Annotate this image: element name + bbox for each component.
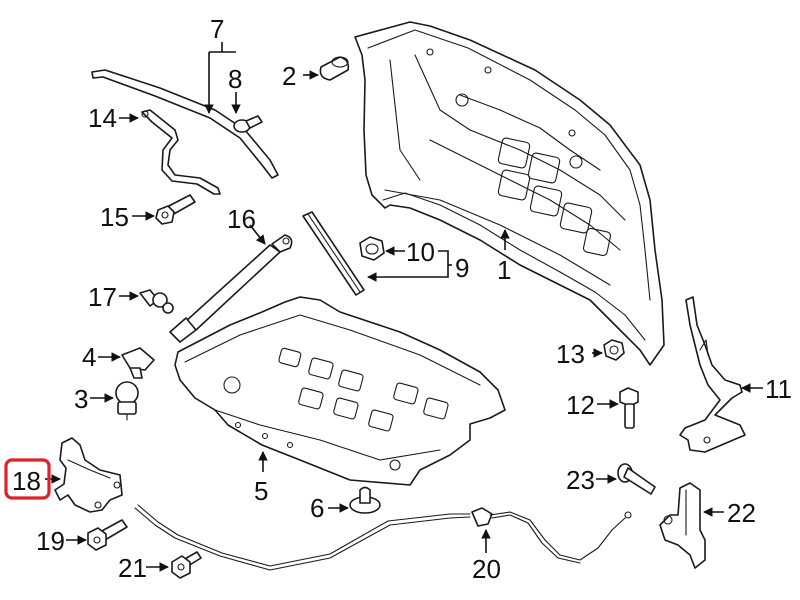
cushion	[121, 347, 155, 379]
highlight-box-18	[4, 458, 51, 500]
hinge-nut	[603, 339, 625, 361]
callout-12: 12	[566, 390, 595, 420]
callout-15: 15	[100, 202, 129, 232]
callout-21: 21	[118, 553, 147, 583]
hood-latch	[54, 437, 123, 513]
latch-bolt	[87, 519, 128, 551]
callout-17: 17	[88, 282, 117, 312]
bumper-cushion	[319, 56, 350, 81]
callout-3: 3	[74, 384, 88, 414]
callout-7: 7	[210, 14, 224, 44]
callout-13: 13	[556, 339, 585, 369]
insulator-retainer-clip	[349, 486, 381, 514]
callout-6: 6	[310, 493, 324, 523]
callout-9: 9	[455, 253, 469, 283]
callout-18: 18	[12, 466, 41, 496]
callout-2: 2	[282, 61, 296, 91]
lift-support	[169, 234, 293, 343]
callout-1: 1	[497, 255, 511, 285]
hood-panel	[354, 21, 665, 366]
callout-19: 19	[36, 526, 65, 556]
strap-bolt	[155, 194, 196, 225]
callout-16: 16	[227, 204, 256, 234]
callout-11: 11	[765, 374, 792, 404]
release-cable	[134, 504, 632, 571]
hood-insulator	[174, 296, 506, 486]
callout-14: 14	[88, 103, 117, 133]
callout-20: 20	[472, 554, 501, 584]
seal-nut	[359, 236, 385, 261]
weatherstrip	[91, 69, 279, 179]
handle-bolt	[617, 463, 656, 495]
callout-23: 23	[566, 465, 595, 495]
release-handle	[659, 482, 706, 569]
seal-strip	[302, 211, 365, 296]
latch-bolt-lower	[171, 551, 202, 579]
callout-leaders	[45, 42, 763, 572]
callout-4: 4	[82, 342, 96, 372]
hood-hinge	[679, 296, 746, 453]
callout-labels: 7 8 2 14 15 16 10 9 1 17 4 3 5 6 18 19 2…	[12, 14, 792, 584]
callout-22: 22	[727, 498, 756, 528]
callout-5: 5	[254, 476, 268, 506]
weatherstrip-retainer	[233, 115, 263, 133]
hinge-bolt	[619, 387, 639, 429]
callout-10: 10	[406, 237, 435, 267]
callout-8: 8	[228, 64, 242, 94]
ground-strap	[141, 109, 221, 195]
adjuster-bumper	[115, 381, 139, 421]
ball-stud	[139, 289, 174, 314]
